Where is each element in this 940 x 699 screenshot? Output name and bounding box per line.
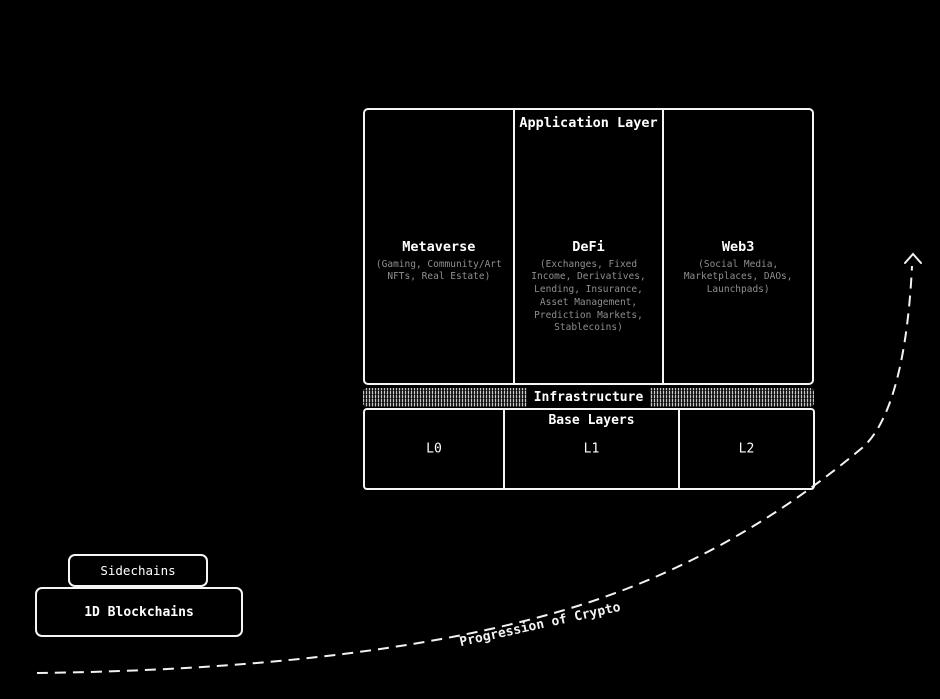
application-layer-box: Metaverse (Gaming, Community/Art NFTs, R… <box>363 108 814 385</box>
defi-details: (Exchanges, Fixed Income, Derivatives, L… <box>531 258 646 334</box>
infrastructure-bar: Infrastructure <box>363 388 814 407</box>
blockchains-1d-label: 1D Blockchains <box>84 604 194 620</box>
column-defi: Application Layer DeFi (Exchanges, Fixed… <box>512 110 665 383</box>
l2-label: L2 <box>738 441 755 457</box>
column-metaverse: Metaverse (Gaming, Community/Art NFTs, R… <box>365 110 513 383</box>
base-layer-l0: L0 <box>365 410 503 488</box>
base-layers-title: Base Layers <box>548 413 635 428</box>
base-layers-box: L0 Base Layers L1 L2 <box>363 408 815 490</box>
sidechains-box: Sidechains <box>68 554 208 587</box>
metaverse-details: (Gaming, Community/Art NFTs, Real Estate… <box>375 258 502 283</box>
arrow-up-icon <box>904 252 922 264</box>
l1-label: L1 <box>583 441 600 457</box>
column-web3: Web3 (Social Media, Marketplaces, DAOs, … <box>664 110 812 383</box>
web3-details: (Social Media, Marketplaces, DAOs, Launc… <box>683 258 793 296</box>
web3-title: Web3 <box>721 238 755 255</box>
sidechains-label: Sidechains <box>100 563 176 578</box>
infrastructure-label: Infrastructure <box>526 388 651 407</box>
metaverse-title: Metaverse <box>402 238 476 255</box>
blockchains-1d-box: 1D Blockchains <box>35 587 243 637</box>
base-layer-l2: L2 <box>680 410 813 488</box>
defi-title: DeFi <box>572 238 605 255</box>
base-layer-l1: Base Layers L1 <box>503 410 680 488</box>
application-layer-title: Application Layer <box>519 115 658 131</box>
l0-label: L0 <box>426 441 442 457</box>
progression-curve-path <box>36 265 913 674</box>
